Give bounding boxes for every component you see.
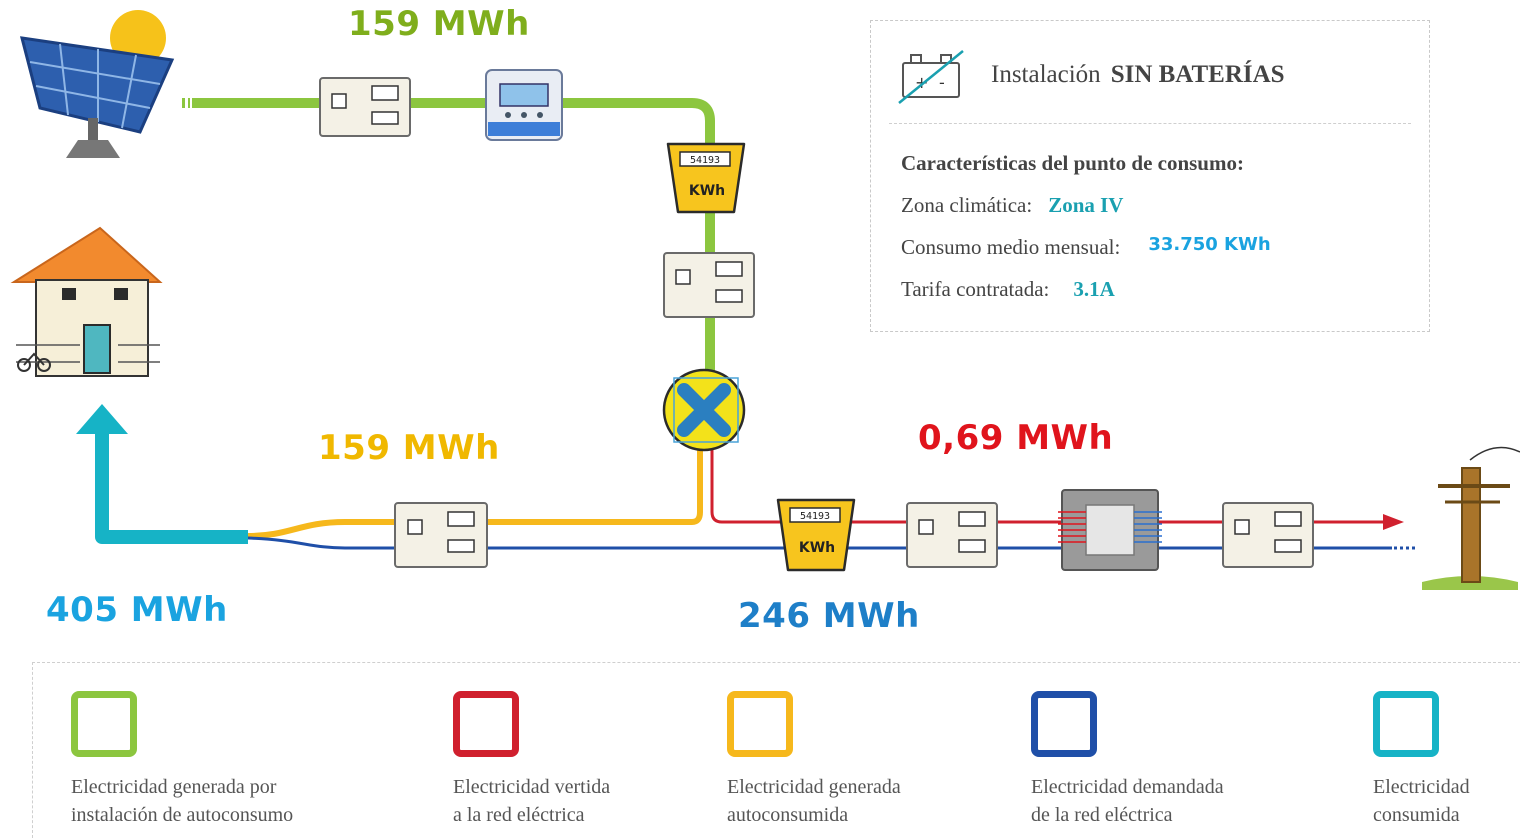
exported-flow-line bbox=[710, 448, 1385, 524]
svg-text:-: - bbox=[939, 73, 945, 92]
legend-label-self-consumed: Electricidad generada autoconsumida bbox=[727, 773, 901, 829]
installation-info-panel: + - Instalación SIN BATERÍAS Característi… bbox=[870, 20, 1430, 332]
electrical-panel-icon bbox=[319, 77, 411, 137]
legend-swatch-consumed bbox=[1373, 691, 1439, 757]
tariff-label: Tarifa contratada: bbox=[901, 277, 1050, 301]
house-icon bbox=[10, 226, 163, 377]
demanded-value: 246 MWh bbox=[738, 596, 920, 636]
legend-label-line: consumida bbox=[1373, 804, 1460, 826]
junction-cross-icon bbox=[662, 368, 746, 452]
generated-flow-line bbox=[192, 98, 715, 372]
legend-item-exported: Electricidad vertida a la red eléctrica bbox=[453, 691, 610, 826]
legend-item-consumed: Electricidad consumida bbox=[1373, 691, 1470, 826]
legend-label-line: Electricidad vertida bbox=[453, 776, 611, 798]
consumption-point-heading: Características del punto de consumo: bbox=[901, 151, 1244, 175]
legend-item-generated: Electricidad generada por instalación de… bbox=[71, 691, 293, 826]
installation-title-strong: SIN BATERÍAS bbox=[1110, 61, 1285, 88]
legend-label-demanded: Electricidad demandada de la red eléctri… bbox=[1031, 773, 1224, 829]
transformer-icon bbox=[1058, 489, 1162, 571]
self-consumed-value: 159 MWh bbox=[318, 428, 500, 468]
legend-swatch-exported bbox=[453, 691, 519, 757]
legend-item-self-consumed: Electricidad generada autoconsumida bbox=[727, 691, 901, 826]
exported-arrowhead bbox=[1383, 514, 1404, 530]
meter-unit: KWh bbox=[689, 183, 725, 199]
self-consumed-flow-line bbox=[247, 448, 703, 539]
consumed-arrowhead bbox=[76, 404, 128, 434]
electrical-panel-icon bbox=[663, 252, 755, 318]
exported-value: 0,69 MWh bbox=[918, 418, 1114, 458]
legend-label-line: Electricidad demandada bbox=[1031, 776, 1224, 798]
climate-zone-row: Zona climática: Zona IV bbox=[901, 193, 1123, 218]
legend-swatch-generated bbox=[71, 691, 137, 757]
installation-title: Instalación SIN BATERÍAS bbox=[991, 61, 1285, 89]
legend-label-line: a la red eléctrica bbox=[453, 804, 585, 826]
legend-swatch-self-consumed bbox=[727, 691, 793, 757]
electrical-panel-icon bbox=[394, 502, 488, 568]
legend-swatch-demanded bbox=[1031, 691, 1097, 757]
info-separator bbox=[889, 123, 1411, 124]
meter-unit: KWh bbox=[799, 540, 835, 556]
legend-label-exported: Electricidad vertida a la red eléctrica bbox=[453, 773, 610, 829]
legend-label-consumed: Electricidad consumida bbox=[1373, 773, 1470, 829]
legend-label-line: instalación de autoconsumo bbox=[71, 804, 294, 826]
kwh-meter-icon: 54193 KWh bbox=[776, 498, 856, 572]
meter-display: 54193 bbox=[800, 511, 830, 522]
consumed-value: 405 MWh bbox=[46, 590, 228, 630]
consumed-flow-line bbox=[95, 430, 248, 544]
tariff-value: 3.1A bbox=[1073, 277, 1115, 301]
generated-value: 159 MWh bbox=[348, 4, 530, 44]
electrical-panel-icon bbox=[906, 502, 998, 568]
monthly-consumption-label: Consumo medio mensual: bbox=[901, 235, 1121, 259]
legend-label-line: Electricidad bbox=[1373, 776, 1470, 798]
legend-item-demanded: Electricidad demandada de la red eléctri… bbox=[1031, 691, 1224, 826]
installation-title-prefix: Instalación bbox=[991, 61, 1101, 88]
tariff-row: Tarifa contratada: 3.1A bbox=[901, 277, 1115, 302]
legend-label-generated: Electricidad generada por instalación de… bbox=[71, 773, 293, 829]
legend-label-line: autoconsumida bbox=[727, 804, 849, 826]
climate-zone-value: Zona IV bbox=[1048, 193, 1124, 217]
legend-label-line: Electricidad generada por bbox=[71, 776, 277, 798]
monthly-consumption-row: Consumo medio mensual: 33.750 KWh bbox=[901, 234, 1271, 260]
inverter-icon bbox=[485, 69, 563, 141]
monthly-consumption-value: 33.750 KWh bbox=[1148, 234, 1271, 255]
battery-crossed-icon: + - bbox=[898, 50, 964, 104]
demanded-flow-line bbox=[247, 536, 1392, 550]
electrical-panel-icon bbox=[1222, 502, 1314, 568]
legend-label-line: Electricidad generada bbox=[727, 776, 901, 798]
climate-zone-label: Zona climática: bbox=[901, 193, 1033, 217]
solar-panel-icon bbox=[19, 10, 175, 158]
meter-display: 54193 bbox=[690, 155, 720, 166]
utility-pole-icon bbox=[1422, 446, 1520, 590]
legend-label-line: de la red eléctrica bbox=[1031, 804, 1173, 826]
kwh-meter-icon: 54193 KWh bbox=[666, 142, 746, 214]
legend: Electricidad generada por instalación de… bbox=[32, 662, 1520, 838]
